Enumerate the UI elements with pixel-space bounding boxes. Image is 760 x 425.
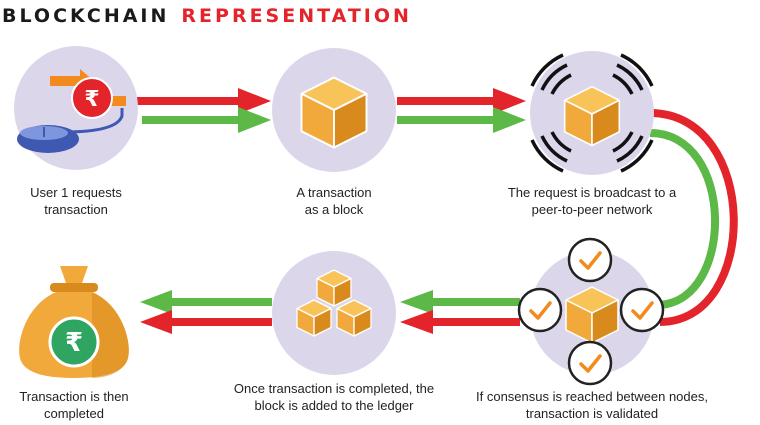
step-ledger-node [272, 251, 396, 375]
step-broadcast-node [530, 51, 654, 175]
step-complete-node: ₹ [19, 266, 129, 378]
caption-block: A transaction as a block [264, 184, 404, 218]
caption-validate-line2: transaction is validated [525, 406, 659, 421]
caption-ledger: Once transaction is completed, the block… [214, 380, 454, 414]
arrow-validation-to-ledger [400, 290, 520, 334]
caption-broadcast: The request is broadcast to a peer-to-pe… [492, 184, 692, 218]
curved-arrow-broadcast-to-validation [649, 109, 738, 326]
arrow-request-to-block [127, 88, 271, 133]
caption-validate: If consensus is reached between nodes, t… [470, 388, 714, 422]
caption-request-line1: User 1 requests [30, 185, 122, 200]
mouse-icon [17, 108, 124, 153]
broadcast-waves-icon [530, 53, 654, 173]
caption-block-line1: A transaction [296, 185, 372, 200]
caption-ledger-line1: Once transaction is completed, the [233, 381, 435, 396]
checkmark-icon-top [567, 237, 613, 283]
rupee-coin [48, 316, 100, 368]
caption-block-line2: as a block [304, 202, 364, 217]
validated-cube-icon [565, 286, 619, 344]
cube-icon [300, 76, 368, 149]
caption-validate-line1: If consensus is reached between nodes, [476, 389, 708, 404]
checkmark-icon-bottom [567, 340, 613, 386]
step-block-node [272, 48, 396, 172]
caption-complete-line1: Transaction is then [19, 389, 129, 404]
arrow-block-to-broadcast [397, 88, 526, 133]
page-title: BLOCKCHAIN REPRESENTATION [2, 3, 412, 29]
caption-request-line2: transaction [44, 202, 108, 217]
checkmark-icon-left [517, 287, 563, 333]
arrow-ledger-to-complete [140, 290, 272, 334]
step-validation-node [517, 237, 665, 386]
broadcast-cube-icon [563, 85, 621, 147]
rupee-symbol-complete: ₹ [65, 328, 83, 358]
caption-complete-line2: completed [44, 406, 104, 421]
caption-broadcast-line2: peer-to-peer network [531, 202, 653, 217]
caption-complete: Transaction is then completed [6, 388, 142, 422]
rupee-badge [71, 77, 113, 119]
checkmark-icon-right [619, 287, 665, 333]
step-request-node: ₹ [14, 46, 138, 170]
title-part2: REPRESENTATION [181, 5, 412, 27]
caption-ledger-line2: block is added to the ledger [254, 398, 414, 413]
caption-request: User 1 requests transaction [6, 184, 146, 218]
rupee-symbol-request: ₹ [84, 87, 99, 112]
title-part1: BLOCKCHAIN [2, 5, 170, 27]
caption-broadcast-line1: The request is broadcast to a [507, 185, 677, 200]
